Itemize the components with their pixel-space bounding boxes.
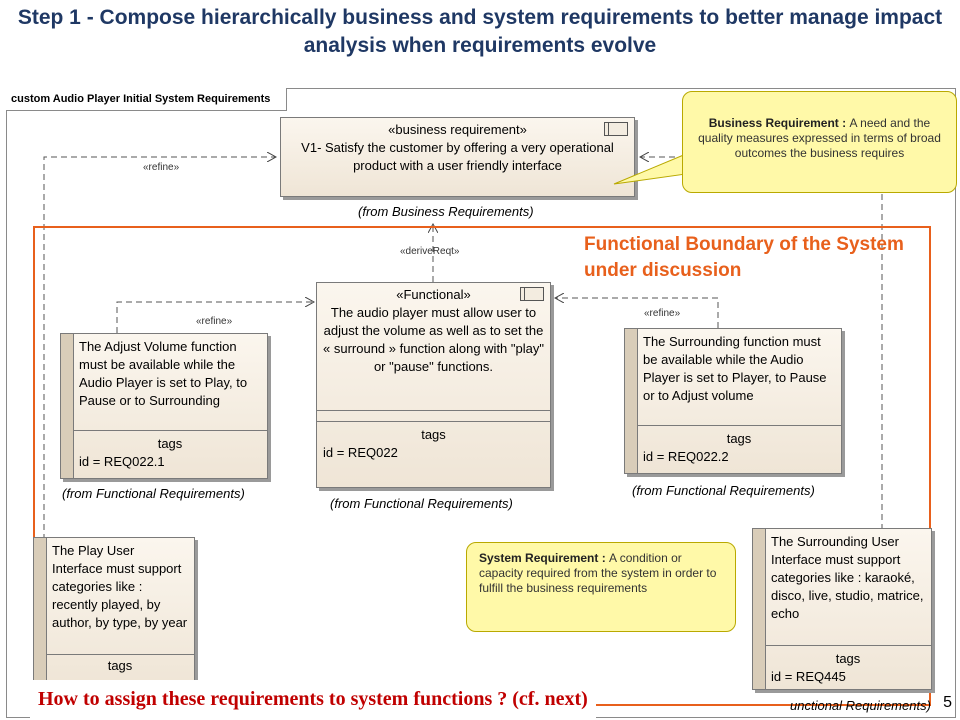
play-ui-tags-label: tags (107, 658, 133, 673)
surrounding-requirement-text: The Surrounding function must be availab… (643, 334, 827, 403)
play-ui-requirement-text: The Play User Interface must support cat… (52, 543, 188, 630)
business-requirement-stereotype: «business requirement» (388, 122, 527, 137)
play-ui-requirement-box[interactable]: The Play User Interface must support cat… (33, 537, 195, 687)
functional-boundary-label: Functional Boundary of the System under … (584, 234, 904, 281)
adjust-volume-requirement-origin: (from Functional Requirements) (62, 486, 245, 501)
surround-ui-tags-label: tags (835, 651, 861, 666)
functional-requirement-origin: (from Functional Requirements) (330, 496, 513, 511)
business-callout-title: Business Requirement : (708, 116, 850, 130)
adjust-volume-requirement-id: id = REQ022.1 (79, 454, 165, 469)
derive-requirement-label: «deriveReqt» (400, 246, 460, 257)
refine-label-right: «refine» (644, 308, 681, 319)
functional-requirement-box[interactable]: «Functional» The audio player must allow… (316, 282, 551, 488)
adjust-volume-tags-label: tags (157, 436, 183, 451)
requirement-icon (520, 287, 544, 301)
functional-requirement-stereotype: «Functional» (396, 287, 471, 302)
refine-label-top: «refine» (143, 162, 180, 173)
adjust-volume-requirement-box[interactable]: The Adjust Volume function must be avail… (60, 333, 268, 479)
surround-ui-requirement-box[interactable]: The Surrounding User Interface must supp… (752, 528, 932, 690)
system-callout-title: System Requirement : (479, 551, 610, 565)
diagram-frame-label: custom Audio Player Initial System Requi… (6, 88, 288, 111)
surrounding-tags-label: tags (726, 431, 752, 446)
surround-ui-requirement-origin: unctional Requirements) (790, 698, 931, 713)
surround-ui-requirement-id: id = REQ445 (771, 669, 846, 684)
requirement-icon (604, 122, 628, 136)
functional-requirement-id: id = REQ022 (323, 445, 398, 460)
adjust-volume-requirement-text: The Adjust Volume function must be avail… (79, 339, 248, 408)
slide-title: Step 1 - Compose hierarchically business… (17, 6, 943, 57)
business-requirement-box[interactable]: «business requirement» V1- Satisfy the c… (280, 117, 635, 197)
surround-ui-requirement-text: The Surrounding User Interface must supp… (771, 534, 924, 621)
business-requirement-text: V1- Satisfy the customer by offering a v… (301, 140, 614, 173)
surrounding-requirement-box[interactable]: The Surrounding function must be availab… (624, 328, 842, 474)
bottom-question-banner: How to assign these requirements to syst… (30, 680, 596, 718)
business-requirement-origin: (from Business Requirements) (358, 204, 534, 219)
business-callout-pointer (613, 153, 687, 185)
surrounding-requirement-id: id = REQ022.2 (643, 449, 729, 464)
business-callout-text: A need and the quality measures expresse… (698, 116, 941, 160)
system-requirement-callout: System Requirement : A condition or capa… (466, 542, 736, 632)
functional-requirement-tags-label: tags (421, 427, 446, 442)
page-number: 5 (943, 694, 952, 711)
refine-label-left: «refine» (196, 316, 233, 327)
surrounding-requirement-origin: (from Functional Requirements) (632, 483, 815, 498)
system-callout-text: A condition or capacity required from th… (479, 551, 717, 595)
functional-requirement-text: The audio player must allow user to adju… (323, 305, 544, 374)
business-requirement-callout: Business Requirement : A need and the qu… (682, 91, 957, 193)
